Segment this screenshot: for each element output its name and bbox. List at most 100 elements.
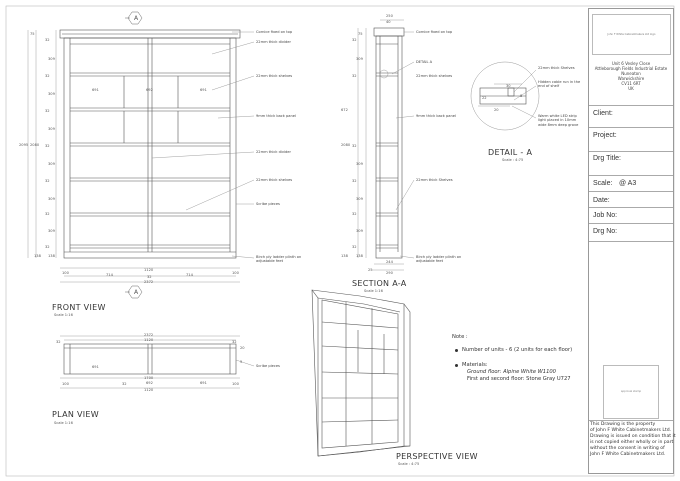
front-dim-left: 32 — [45, 245, 50, 249]
section-dim-total: 672 — [341, 108, 348, 112]
section-dim-bottom: 244 — [386, 260, 393, 264]
title-row-divider — [589, 207, 673, 208]
annotation-divider-top: 22mm thick divider — [256, 40, 291, 44]
client-label: Client: — [593, 110, 613, 117]
address-line: UK — [628, 86, 634, 91]
bullet-icon — [455, 364, 458, 367]
section-dim-left: 309 — [356, 229, 363, 233]
section-marker-top — [125, 11, 143, 25]
title-row-divider — [589, 105, 673, 106]
annotation-back-section: 9mm thick back panel — [416, 114, 456, 118]
front-dim-left: 309 — [48, 127, 55, 131]
front-dim-bottom: 32 — [147, 275, 152, 279]
address-line: Unit 6 Vesley Close — [611, 61, 651, 66]
annotation-detail-cable: Hidden cable run in the end of shelf — [538, 80, 581, 89]
company-logo: John F White Cabinetmakers Ltd logo — [592, 14, 671, 55]
disclaimer-line: John F White Cabinetmakers Ltd. — [590, 452, 666, 457]
title-row-divider — [589, 223, 673, 224]
section-dim-left: 309 — [356, 57, 363, 61]
plan-dim-top: 2372 — [144, 333, 154, 337]
detail-view-scale: Scale : 4:75 — [502, 158, 524, 162]
front-dim-left: 32 — [45, 109, 50, 113]
title-row-divider — [589, 175, 673, 176]
annotation-plinth-front: Birch ply ladder plinth on adjustable fe… — [256, 255, 302, 264]
section-dim-left: 32 — [352, 38, 357, 42]
disclaimer-line: is not copied either wholly or in part — [590, 440, 674, 445]
stamp-caption: approval stamp — [620, 390, 642, 393]
front-dim-left: 309 — [48, 197, 55, 201]
annotation-scribe-front: Scribe pieces — [256, 202, 280, 206]
section-dim-total: 2080 — [341, 143, 351, 147]
plan-dim-bottom: 100 — [62, 382, 69, 386]
plan-dim-bottom: 100 — [232, 382, 239, 386]
plan-total: 1120 — [144, 388, 154, 392]
front-dim-left: 32 — [45, 179, 50, 183]
address-line: Attleborough Fields Industrial Estate — [594, 66, 668, 71]
annotation-shelves-lower: 22mm thick shelves — [256, 178, 293, 182]
front-dim-left: 32 — [45, 212, 50, 216]
front-dim-total: 2095 — [19, 143, 29, 147]
disclaimer-line: without the consent in writing of — [590, 446, 665, 451]
plan-width: 691 — [92, 365, 99, 369]
annotation-detail-ref: DETAIL A — [416, 60, 433, 64]
front-dim-left: 309 — [48, 57, 55, 61]
title-row-divider — [589, 420, 673, 421]
disclaimer-text: This Drawing is the property of John F W… — [590, 422, 676, 458]
logo-caption: John F White Cabinetmakers Ltd logo — [607, 33, 656, 36]
section-dim-bottom: 290 — [386, 271, 393, 275]
front-dim-left: 32 — [45, 144, 50, 148]
front-dim-bottom: 100 — [232, 271, 239, 275]
front-shelf-width: 691 — [200, 88, 207, 92]
title-row-divider — [589, 151, 673, 152]
front-dim-left: 75 — [30, 32, 35, 36]
section-dim-left: 32 — [352, 179, 357, 183]
plan-dim-side: 32 — [56, 340, 61, 344]
section-dim-left: 32 — [352, 74, 357, 78]
scale-label: Scale: — [593, 180, 613, 187]
front-shelf-width: 692 — [146, 88, 153, 92]
section-view-drawing — [357, 19, 415, 271]
title-row-divider — [589, 127, 673, 128]
front-dim-left: 138 — [48, 254, 55, 258]
address-line: CV11 6RT — [621, 81, 641, 86]
address-line: Nuneaton — [621, 71, 641, 76]
front-dim-bottom: 100 — [62, 271, 69, 275]
front-shelf-width: 691 — [92, 88, 99, 92]
annotation-scribe-plan: Scribe pieces — [256, 364, 280, 368]
annotation-shelves-section: 22mm thick shelves — [416, 74, 453, 78]
project-label: Project: — [593, 132, 617, 139]
detail-view-title: DETAIL - A — [488, 148, 533, 157]
front-dim-total: 2080 — [30, 143, 40, 147]
address-line: Warwickshire — [617, 76, 645, 81]
section-marker-bottom — [125, 285, 143, 299]
annotation-cornice-section: Cornice fixed on top — [416, 30, 453, 34]
plan-view-scale: Scale 1:16 — [54, 421, 73, 425]
annotation-cornice: Cornice fixed on top — [256, 30, 293, 34]
plan-view-title: PLAN VIEW — [52, 410, 99, 419]
section-dim-left: 75 — [358, 32, 363, 36]
front-dim-left: 32 — [45, 74, 50, 78]
section-dim-top: 40 — [386, 20, 391, 24]
section-dim-left: 32 — [352, 212, 357, 216]
plan-total: 1700 — [144, 376, 154, 380]
section-view-scale: Scale 1:16 — [364, 289, 383, 293]
front-dim-left: 32 — [45, 38, 50, 42]
plan-dim-top: 1120 — [144, 338, 154, 342]
annotation-divider-mid: 22mm thick divider — [256, 150, 291, 154]
annotation-detail-shelves: 22mm thick Shelves — [538, 66, 575, 70]
section-marker-label-bottom: A — [134, 289, 139, 296]
section-dim-left: 309 — [356, 197, 363, 201]
bullet-icon — [455, 349, 458, 352]
plan-width: 692 — [146, 381, 153, 385]
front-view-scale: Scale 1:16 — [54, 313, 73, 317]
section-dim-left: 138 — [341, 254, 348, 258]
scale-value[interactable]: @ A3 — [619, 180, 637, 187]
date-label: Date: — [593, 197, 610, 204]
plan-width: 691 — [200, 381, 207, 385]
section-dim-top: 250 — [386, 14, 393, 18]
section-dim-bottom: 25 — [368, 268, 373, 272]
title-row-divider — [589, 241, 673, 242]
front-dim-left: 309 — [48, 229, 55, 233]
